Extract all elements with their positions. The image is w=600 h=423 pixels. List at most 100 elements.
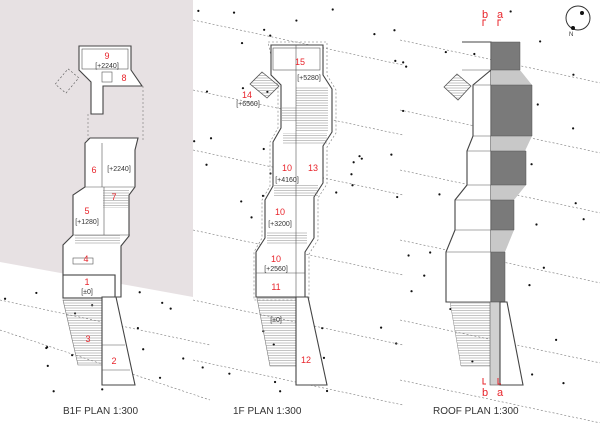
site-dot bbox=[562, 382, 565, 385]
site-dot bbox=[438, 193, 441, 196]
b1f-plan-caption: B1F PLAN 1:300 bbox=[63, 406, 138, 417]
b1f-plan: 9 [+2240] 8 6 [+2240] 7 5 [+1280] 4 1 [±… bbox=[54, 45, 144, 386]
north-arrow-icon: N bbox=[565, 5, 591, 38]
site-dot bbox=[379, 326, 383, 329]
site-dot bbox=[373, 33, 376, 36]
site-dot bbox=[542, 266, 545, 269]
site-dot bbox=[358, 155, 361, 158]
room-number: 8 bbox=[121, 73, 126, 83]
room-level: [+2240] bbox=[95, 63, 119, 70]
section-mark-a-top: a bbox=[497, 9, 504, 21]
site-dot bbox=[325, 389, 329, 393]
site-dot bbox=[572, 127, 575, 130]
site-dot bbox=[555, 338, 558, 341]
section-mark-b-bottom: b bbox=[482, 387, 488, 399]
site-dot bbox=[240, 41, 244, 45]
room-number: 11 bbox=[271, 282, 280, 292]
room-level: [+2560] bbox=[264, 266, 288, 273]
room-number: 15 bbox=[295, 57, 305, 67]
site-dot bbox=[205, 90, 209, 93]
room-level: [+2240] bbox=[107, 166, 131, 173]
room-level: [+3200] bbox=[268, 221, 292, 228]
site-dot bbox=[45, 346, 48, 350]
site-dot bbox=[263, 28, 266, 31]
room-number: 10 bbox=[275, 207, 285, 217]
site-dot bbox=[158, 376, 162, 379]
site-dot bbox=[322, 356, 326, 359]
site-dot bbox=[138, 291, 141, 294]
site-dot bbox=[444, 50, 447, 54]
site-dot bbox=[393, 29, 396, 32]
site-dot bbox=[273, 380, 277, 384]
site-dot bbox=[473, 52, 476, 56]
site-dot bbox=[3, 297, 7, 300]
site-dot bbox=[35, 291, 38, 295]
site-dot bbox=[429, 251, 432, 254]
site-dot bbox=[351, 184, 354, 187]
room-level: [+5280] bbox=[297, 75, 321, 82]
1f-plan: 15 [+5280] 14 [+6560] 10 [+4160] 13 10 [… bbox=[236, 41, 337, 386]
site-dot bbox=[528, 284, 531, 287]
room-number: 13 bbox=[308, 163, 318, 173]
contour-lines bbox=[0, 19, 600, 423]
site-dot bbox=[352, 161, 355, 164]
site-dot bbox=[205, 163, 208, 166]
room-level: [+6560] bbox=[236, 101, 260, 108]
room-number: 5 bbox=[84, 206, 89, 216]
room-number: 12 bbox=[301, 355, 311, 365]
site-dot bbox=[509, 10, 512, 13]
site-dot bbox=[261, 194, 265, 197]
section-mark-b-top: b bbox=[482, 9, 488, 21]
site-dot bbox=[193, 140, 196, 143]
site-dot bbox=[136, 326, 139, 330]
room-number: 10 bbox=[282, 163, 292, 173]
site-dot bbox=[539, 40, 542, 43]
room-number: 4 bbox=[83, 254, 88, 264]
site-dot bbox=[394, 59, 397, 62]
site-dot bbox=[582, 218, 585, 221]
site-dot bbox=[423, 274, 426, 277]
room-level: [+4160] bbox=[275, 177, 299, 184]
site-dot bbox=[530, 163, 533, 166]
room-number: 3 bbox=[85, 334, 90, 344]
site-dot bbox=[169, 307, 172, 310]
room-level: [+1280] bbox=[75, 219, 99, 226]
north-label: N bbox=[569, 32, 573, 38]
site-dot bbox=[241, 87, 245, 90]
room-number: 14 bbox=[242, 90, 252, 100]
room-level: [±0] bbox=[270, 317, 282, 324]
site-dot bbox=[269, 34, 272, 37]
room-level: [±0] bbox=[81, 289, 93, 296]
site-dot bbox=[269, 172, 272, 175]
room-number: 7 bbox=[111, 192, 116, 202]
site-dot bbox=[197, 9, 200, 12]
room-number: 9 bbox=[104, 51, 109, 61]
site-dot bbox=[52, 390, 55, 393]
1f-plan-caption: 1F PLAN 1:300 bbox=[233, 406, 302, 417]
site-dot bbox=[240, 200, 243, 203]
site-dot bbox=[535, 223, 538, 226]
site-dot bbox=[574, 202, 577, 205]
site-dot bbox=[396, 195, 399, 199]
site-dot bbox=[572, 73, 575, 76]
site-dot bbox=[46, 364, 49, 367]
site-dot bbox=[407, 254, 410, 257]
site-dot bbox=[228, 372, 231, 375]
site-dot bbox=[232, 11, 236, 14]
site-dot bbox=[402, 109, 405, 113]
contour-line bbox=[0, 329, 211, 401]
site-dot bbox=[410, 290, 413, 293]
room-number: 6 bbox=[91, 165, 96, 175]
room-number: 10 bbox=[271, 254, 281, 264]
site-dot bbox=[531, 373, 534, 376]
site-dot bbox=[161, 301, 164, 304]
site-dot bbox=[295, 19, 298, 22]
site-dot bbox=[262, 147, 265, 151]
roof-plan-caption: ROOF PLAN 1:300 bbox=[433, 406, 519, 417]
site-dot bbox=[350, 173, 353, 176]
section-mark-a-bottom: a bbox=[497, 387, 504, 399]
site-dot bbox=[142, 348, 145, 351]
site-dot bbox=[101, 388, 104, 391]
site-dot bbox=[201, 366, 204, 369]
